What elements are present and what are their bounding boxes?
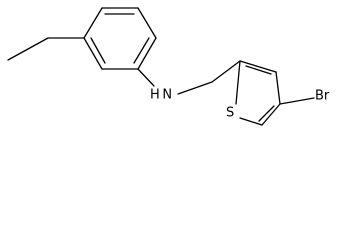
bond-n-ch2 [177, 81, 213, 95]
bond-thio-c3-c4 [275, 71, 281, 105]
atom-label-s: S [226, 106, 234, 121]
bond-thio-c5-s [239, 117, 263, 126]
structure-svg: H N S Br [7, 7, 330, 126]
bond-thio-inner-1 [245, 65, 272, 75]
bond-aryl-n [137, 68, 155, 87]
bond-ch2-thiophene [211, 60, 241, 83]
atom-label-nh: H N [150, 88, 172, 103]
molecule-diagram: H N S Br [7, 7, 330, 126]
bond-thio-inner-2 [258, 105, 275, 122]
bond-thio-c2-c3 [239, 60, 277, 73]
bond-thio-c4-c5 [261, 103, 281, 126]
bond-c4-br [279, 97, 315, 105]
bond-ring1-inner-right [133, 37, 150, 64]
bond-ring1-inner-left [90, 37, 106, 64]
bond-ring1-6 [83, 7, 103, 39]
bond-ring1-5 [83, 37, 103, 70]
bond-ring1-3 [137, 37, 157, 70]
bond-ethyl-2 [7, 37, 49, 61]
bond-thio-s-c2 [235, 60, 241, 105]
atom-label-br: Br [315, 89, 330, 104]
bond-ring1-2 [137, 7, 157, 39]
